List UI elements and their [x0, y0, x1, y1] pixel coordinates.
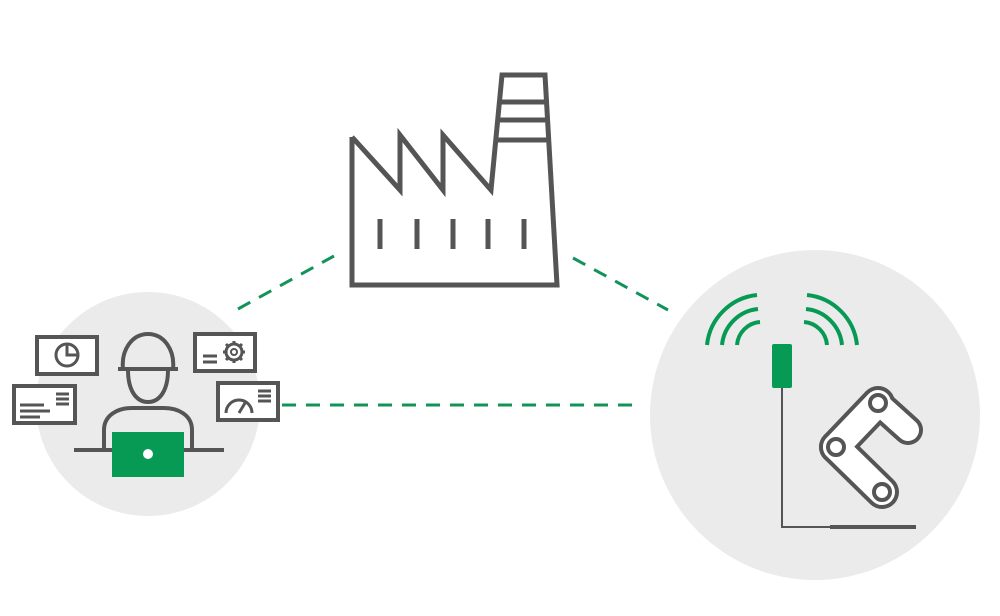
wireless-wave-left-middle: [720, 307, 759, 346]
robot-joint-base: [872, 482, 892, 502]
factory-building-outline: [349, 72, 560, 288]
wireless-wave-right-middle: [805, 307, 844, 346]
robot-joint-elbow: [826, 437, 846, 457]
robot-background-circle: [650, 250, 980, 580]
wireless-wave-right-inner: [803, 320, 829, 346]
factory-icon: [349, 72, 560, 288]
hard-hat-icon: [118, 332, 178, 371]
settings-card-icon: [193, 332, 257, 373]
text-card-icon: [12, 384, 77, 425]
connection-factory-robot: [572, 256, 669, 312]
wireless-wave-left-inner: [735, 320, 761, 346]
wireless-wave-left-outer: [705, 293, 758, 346]
laptop-logo-icon: [143, 449, 153, 459]
wireless-wave-right-outer: [806, 293, 859, 346]
robot-joint-shoulder: [868, 393, 888, 413]
worker-head: [126, 369, 170, 404]
worker-with-laptop-icon: [74, 332, 224, 477]
sensor-device-icon: [772, 344, 792, 388]
connection-operator-factory: [237, 254, 335, 311]
sensor-cable: [781, 388, 830, 528]
gauge-card-icon: [216, 381, 280, 422]
pie-chart-card-icon: [35, 335, 99, 376]
worker-shoulders: [102, 406, 194, 450]
robot-arm-with-wireless-sensor-icon: [705, 293, 923, 529]
